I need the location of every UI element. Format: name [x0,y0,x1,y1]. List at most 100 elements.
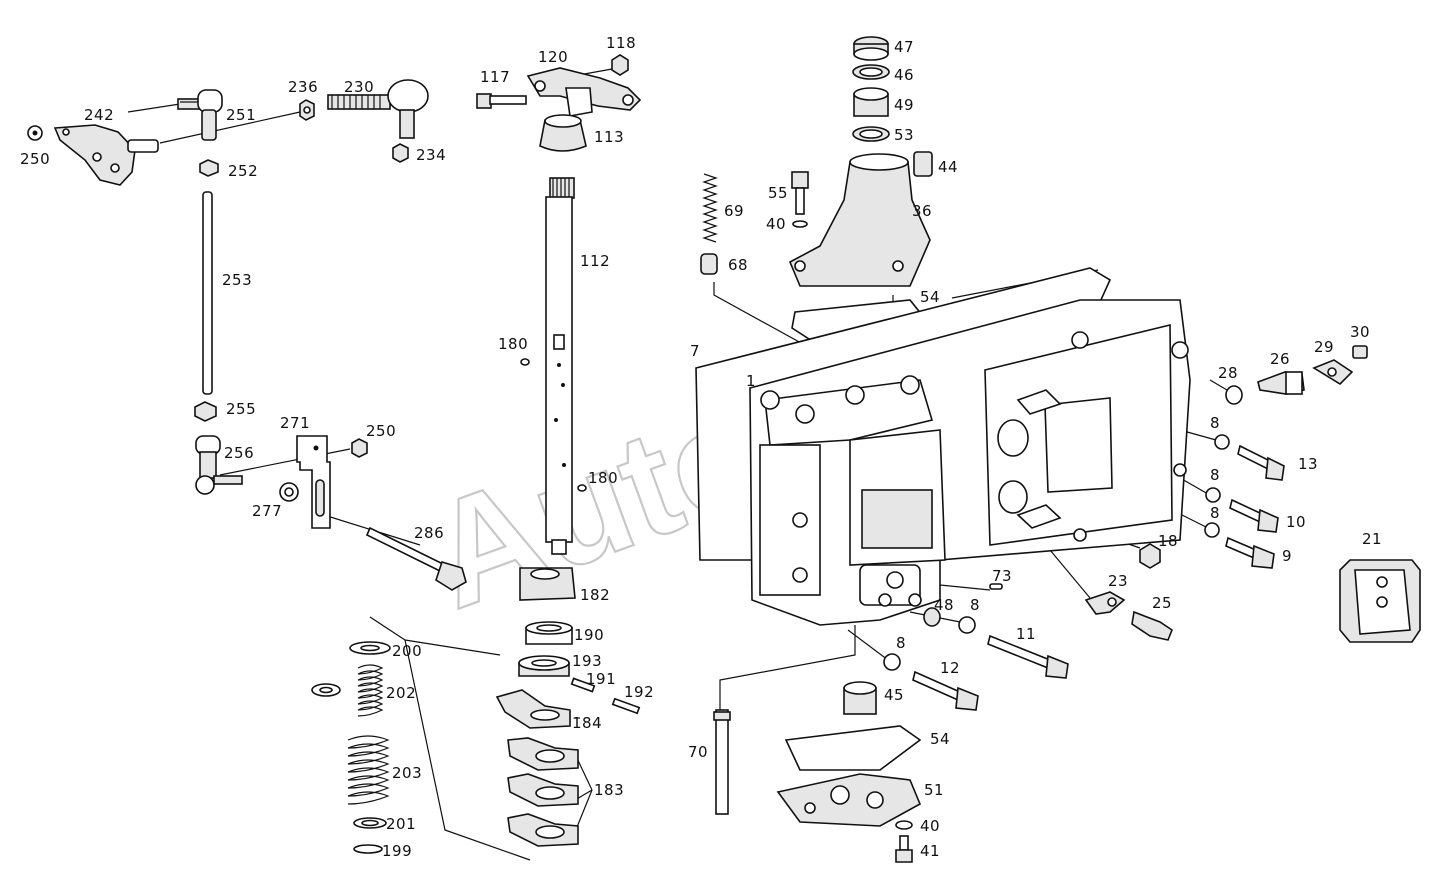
bolt-10 [1205,487,1279,533]
collar-193 [518,655,570,677]
label-54-upper: 54 [920,288,940,306]
label-54-lower: 54 [930,730,950,748]
bolt-12 [912,670,979,711]
label-112: 112 [580,252,610,270]
label-44: 44 [938,158,958,176]
bolt-55 [791,171,809,215]
collar-190 [525,621,573,645]
bracket-271 [296,435,331,529]
label-200: 200 [392,642,422,660]
shift-lever-250 [27,125,43,141]
label-202: 202 [386,684,416,702]
label-203: 203 [392,764,422,782]
label-255: 255 [226,400,256,418]
label-26: 26 [1270,350,1290,368]
bracket-23 [1084,591,1126,615]
washer-277 [279,482,299,502]
bolt-242 [177,98,201,110]
selector-182 [519,567,576,601]
threaded-rod-230 [327,79,429,139]
label-286: 286 [414,524,444,542]
label-180-lower: 180 [588,469,618,487]
boot-113 [539,114,587,152]
washer-8-lower [883,653,901,671]
label-51: 51 [924,781,944,799]
washer-200 [349,641,391,655]
nut-236 [299,99,315,121]
ring-53 [852,126,890,142]
nut-250-lower [351,438,368,458]
label-21: 21 [1362,530,1382,548]
shift-shaft-112 [545,177,575,555]
label-234: 234 [416,146,446,164]
bolt-9 [1204,522,1275,569]
label-8-a: 8 [1210,414,1220,432]
label-236: 236 [288,78,318,96]
label-113: 113 [594,128,624,146]
pin-191 [570,677,596,693]
label-191: 191 [586,670,616,688]
label-256: 256 [224,444,254,462]
label-253: 253 [222,271,252,289]
label-8-b: 8 [1210,466,1220,484]
label-73: 73 [992,567,1012,585]
main-housing-1 [749,299,1191,626]
label-36: 36 [912,202,932,220]
label-47: 47 [894,38,914,56]
washer-40-lower [895,820,913,830]
spring-203 [347,735,390,805]
rod-70 [713,709,731,815]
label-251: 251 [226,106,256,124]
label-8-e: 8 [896,634,906,652]
label-45: 45 [884,686,904,704]
label-180-upper: 180 [498,335,528,353]
bearing-49 [853,87,889,117]
pin-73 [989,583,1003,590]
label-69: 69 [724,202,744,220]
switch-25 [1131,610,1173,641]
washer-40-upper [792,220,808,228]
nut-234 [392,143,409,163]
label-30: 30 [1350,323,1370,341]
bolt-11 [987,634,1069,679]
label-252: 252 [228,162,258,180]
pin-180-lower [577,484,587,492]
label-271: 271 [280,414,310,432]
cover-51 [776,773,922,827]
label-199: 199 [382,842,412,860]
nut-44 [913,151,933,177]
label-10: 10 [1286,513,1306,531]
label-9: 9 [1282,547,1292,565]
label-117: 117 [480,68,510,86]
label-242: 242 [84,106,114,124]
label-55: 55 [768,184,788,202]
pin-192 [611,697,641,715]
label-40: 40 [766,215,786,233]
washer-8-mid [958,616,976,634]
nut-118 [611,54,629,76]
nut-252 [199,159,219,177]
spring-202 [357,664,384,717]
label-48: 48 [934,596,954,614]
seal-47 [853,36,889,61]
bushing-45 [843,681,877,715]
bolt-117 [476,93,527,109]
arm-120 [526,67,642,117]
label-193: 193 [572,652,602,670]
plug-68 [700,253,718,275]
label-8-d: 8 [970,596,980,614]
label-192: 192 [624,683,654,701]
washer-201 [353,817,387,829]
label-182: 182 [580,586,610,604]
cover-plate-21 [1339,559,1421,643]
label-13: 13 [1298,455,1318,473]
label-29: 29 [1314,338,1334,356]
housing-36 [788,153,931,287]
label-118: 118 [606,34,636,52]
cover-29 [1312,359,1354,386]
label-12: 12 [940,659,960,677]
label-120: 120 [538,48,568,66]
label-49: 49 [894,96,914,114]
gasket-54-lower [784,725,922,771]
